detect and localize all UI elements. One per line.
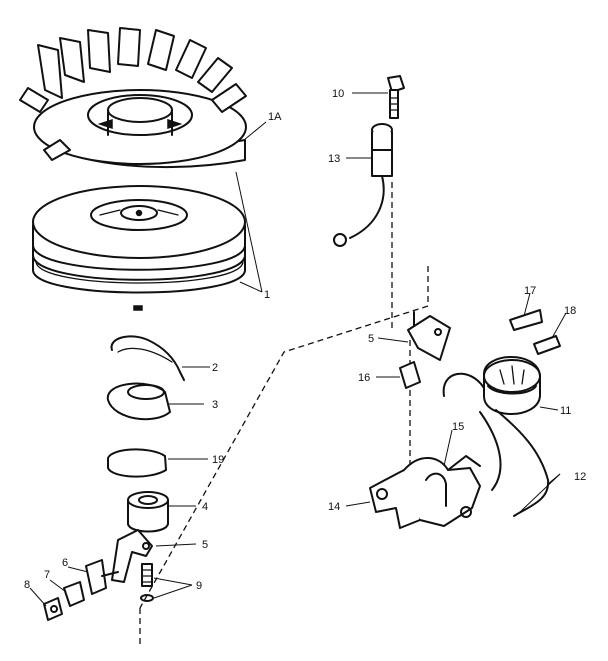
label-1a: 1A: [268, 111, 282, 123]
flywheel-fan: [19, 27, 247, 169]
coil: [442, 356, 541, 415]
label-12: 12: [574, 471, 586, 483]
label-8: 8: [24, 579, 30, 591]
label-11: 11: [560, 405, 571, 417]
lower-assembly: [43, 559, 119, 621]
label-6: 6: [62, 557, 68, 569]
assembly-frame: [139, 266, 429, 609]
spring-clip: [110, 335, 185, 381]
washer-19: [107, 448, 167, 478]
label-19: 19: [212, 454, 224, 466]
label-3: 3: [212, 399, 218, 411]
lead-wire: [495, 409, 550, 517]
label-2: 2: [212, 362, 218, 374]
label-5-upper: 5: [368, 333, 374, 345]
label-7: 7: [44, 569, 50, 581]
label-18: 18: [564, 305, 576, 317]
clip-18: [533, 335, 561, 355]
bushing: [127, 491, 169, 533]
part-labels: 1A 1 10 13 2 3 19 4 5 9 6 7 8 17 18 5 16…: [24, 88, 586, 592]
label-13: 13: [328, 153, 340, 165]
label-4: 4: [202, 501, 208, 513]
cam: [106, 382, 171, 421]
label-17: 17: [524, 285, 536, 297]
label-9: 9: [196, 580, 202, 592]
label-14: 14: [328, 501, 340, 513]
bolt: [387, 75, 405, 119]
flywheel: [32, 185, 246, 311]
label-15: 15: [452, 421, 464, 433]
label-5-lower: 5: [202, 539, 208, 551]
leader-lines: [29, 92, 567, 607]
clip-17: [509, 309, 543, 331]
label-1: 1: [264, 289, 270, 301]
spark-plug-wire-terminal: [333, 123, 393, 247]
terminal-16: [399, 361, 421, 389]
lever-lower: [111, 529, 153, 583]
coil-base: [369, 455, 481, 529]
label-16: 16: [358, 372, 370, 384]
label-10: 10: [332, 88, 344, 100]
lever-upper: [407, 311, 451, 361]
